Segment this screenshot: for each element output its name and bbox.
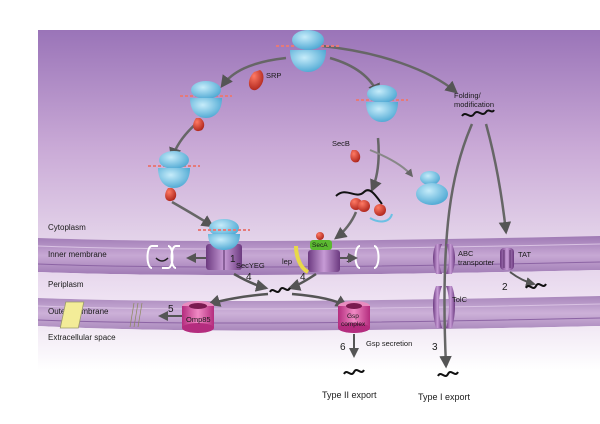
- type1-protein-icon: [437, 371, 459, 377]
- label-extracellular-space: Extracellular space: [48, 333, 116, 342]
- arrow-type1-export: [439, 123, 474, 369]
- membrane-protein-left-icon: [146, 245, 180, 269]
- step-5: 5: [168, 304, 174, 315]
- label-periplasm: Periplasm: [48, 280, 84, 289]
- ribosome-srp-1: [180, 81, 232, 132]
- arrow-to-srp-ribosome: [220, 56, 287, 89]
- abc-transporter: [433, 244, 455, 274]
- arrow-2: [509, 271, 536, 287]
- ribosome-subunit-small: [420, 171, 440, 185]
- periplasm-region: [38, 270, 600, 302]
- label-lep: lep: [282, 257, 292, 266]
- label-type2-export: Type II export: [322, 390, 377, 400]
- arrow-4-right: [287, 272, 317, 291]
- periplasmic-protein-icon: [269, 287, 291, 293]
- label-seca: SecA: [312, 242, 328, 249]
- beta-barrel-product-icon: [59, 301, 143, 329]
- ribosome-top: [276, 30, 340, 72]
- outer-membrane-band: [38, 296, 600, 331]
- step-4-left: 4: [246, 272, 252, 283]
- label-abc-1: ABC: [458, 249, 474, 258]
- secyeg-channel: [198, 219, 250, 270]
- label-omp85: Omp85: [186, 315, 211, 324]
- tat-translocon: [500, 248, 514, 270]
- label-inner-membrane: Inner membrane: [48, 250, 107, 259]
- step-6: 6: [340, 342, 346, 353]
- extracellular-region: [38, 326, 600, 370]
- arrow-4-left: [233, 272, 269, 292]
- step-1-right: 1: [346, 254, 352, 265]
- step-2: 2: [502, 282, 508, 293]
- label-srp: SRP: [266, 71, 281, 80]
- step-1-left: 1: [230, 254, 236, 265]
- label-tat: TAT: [518, 250, 531, 259]
- folded-protein-icon: [461, 109, 495, 117]
- arrow-to-tat: [484, 123, 512, 235]
- gsp-complex: [338, 301, 370, 333]
- step-4-right: 4: [300, 272, 306, 283]
- arrow-to-secyeg: [171, 200, 215, 228]
- tolc-channel: [433, 286, 455, 328]
- arrow-to-seca: [334, 211, 358, 240]
- secb-icon: [350, 150, 361, 163]
- srp-protein-icon: [248, 70, 264, 91]
- ribosome-secb: [356, 85, 408, 122]
- label-tolc: TolC: [452, 295, 468, 304]
- arrow-secb-release: [369, 149, 414, 178]
- srp-icon: [193, 118, 205, 132]
- step-3: 3: [432, 342, 438, 353]
- arrow-secb-down: [370, 137, 382, 193]
- label-secb: SecB: [332, 139, 350, 148]
- lep-icon: [294, 245, 310, 274]
- label-gsp-secretion: Gsp secretion: [366, 339, 412, 348]
- seca-complex: [294, 232, 340, 274]
- omp85-barrel: [182, 301, 214, 333]
- label-folding-1: Folding/: [454, 91, 482, 100]
- tat-folded-protein-icon: [525, 283, 547, 289]
- label-cytoplasm: Cytoplasm: [48, 223, 86, 232]
- label-gsp-1: Gsp: [347, 313, 359, 320]
- label-gsp-2: complex: [341, 321, 366, 328]
- label-type1-export: Type I export: [418, 392, 471, 402]
- srp-bound-icon: [165, 188, 177, 202]
- label-folding-2: modification: [454, 100, 494, 109]
- ribosome-srp-2: [148, 151, 200, 202]
- type2-protein-icon: [343, 369, 365, 375]
- ribosome-subunit-large: [416, 183, 448, 205]
- secb-protein-complex: [335, 189, 393, 223]
- arrow-to-folding: [321, 44, 458, 94]
- arrow-to-omp85: [207, 292, 269, 307]
- label-abc-2: transporter: [458, 258, 495, 267]
- label-secyeg: SecYEG: [236, 261, 265, 270]
- srp-free: [248, 70, 264, 91]
